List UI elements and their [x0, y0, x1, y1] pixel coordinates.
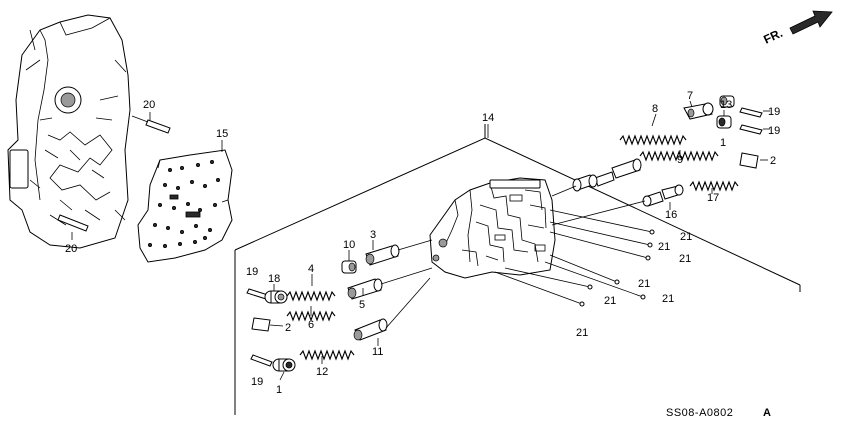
spring-8	[619, 134, 687, 146]
callout-19: 19	[251, 376, 263, 388]
pin-19-lower-left	[250, 354, 273, 367]
callout-8: 8	[652, 103, 658, 115]
callout-20: 20	[143, 99, 155, 111]
callout-15: 15	[216, 128, 228, 140]
callout-4: 4	[308, 263, 314, 275]
callout-21: 21	[658, 241, 670, 253]
callout-6: 6	[308, 319, 314, 331]
diagram-code: SS08-A0802 A	[666, 407, 771, 419]
callout-19: 19	[768, 106, 780, 118]
callout-18: 18	[268, 273, 280, 285]
cap-18	[264, 290, 288, 304]
callout-19: 19	[768, 125, 780, 137]
assembly-bracket-outline	[234, 124, 801, 415]
callout-21: 21	[662, 293, 674, 305]
callout-1: 1	[720, 137, 726, 149]
pin-19-upper-right	[739, 107, 763, 118]
spring-12	[299, 349, 355, 361]
spring-4	[286, 290, 336, 302]
callout-2: 2	[285, 322, 291, 334]
front-arrow-icon	[789, 10, 833, 35]
callout-5: 5	[359, 299, 365, 311]
callout-21: 21	[576, 327, 588, 339]
leader-lines	[221, 100, 770, 381]
callout-21: 21	[680, 231, 692, 243]
callout-3: 3	[370, 229, 376, 241]
retainer-block-2-left	[251, 317, 271, 332]
callout-21: 21	[679, 253, 691, 265]
callout-21: 21	[638, 278, 650, 290]
callout-9: 9	[677, 154, 683, 166]
callout-2: 2	[770, 155, 776, 167]
valve-3	[365, 244, 400, 266]
ball-markers-21	[579, 229, 655, 307]
transmission-housing	[7, 14, 131, 249]
front-direction-indicator: FR.	[761, 10, 833, 47]
main-valve-body	[429, 177, 556, 279]
dowel-pin-upper	[131, 115, 171, 134]
long-spool-valve	[572, 158, 642, 192]
retainer-block-2-upper	[739, 152, 759, 169]
cap-10	[341, 260, 357, 274]
cap-1-upper	[716, 115, 732, 129]
callout-16: 16	[665, 209, 677, 221]
diagram-code-suffix: A	[763, 407, 771, 419]
pin-19-lower-right	[739, 124, 763, 135]
callout-17: 17	[707, 192, 719, 204]
callout-labels: 1 1 2 2 3 4 5 6 7 8 9 10 11 12 13 14 15 …	[65, 90, 780, 396]
callout-13: 13	[720, 99, 732, 111]
direction-label: FR.	[761, 26, 784, 47]
callout-7: 7	[687, 90, 693, 102]
cap-13	[719, 95, 735, 108]
callout-12: 12	[316, 366, 328, 378]
spring-6	[286, 310, 336, 322]
callout-14: 14	[482, 112, 494, 124]
spring-17	[689, 180, 739, 192]
callout-19: 19	[246, 266, 258, 278]
valve-7	[683, 102, 714, 120]
valve-5	[347, 278, 383, 300]
diagram-code-text: SS08-A0802	[666, 407, 733, 419]
dowel-pin-lower	[57, 214, 89, 232]
callout-20: 20	[65, 243, 77, 255]
cap-1-lower	[272, 358, 296, 372]
callout-21: 21	[604, 295, 616, 307]
spring-9	[639, 150, 719, 162]
callout-11: 11	[372, 346, 383, 358]
valve-11	[353, 318, 388, 341]
callout-10: 10	[343, 239, 355, 251]
valve-16	[642, 184, 684, 207]
callout-1: 1	[276, 384, 282, 396]
separator-plate	[137, 149, 233, 263]
